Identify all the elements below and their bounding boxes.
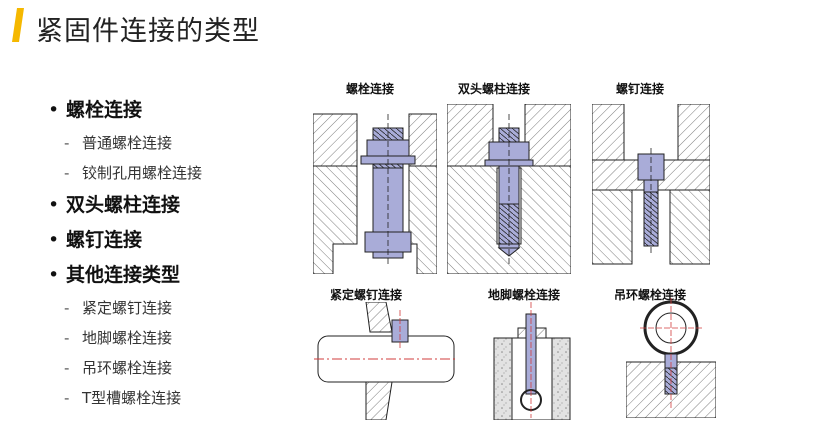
page-title: 紧固件连接的类型 — [36, 16, 260, 47]
connection-type-outline: 螺栓连接 普通螺栓连接 铰制孔用螺栓连接 双头螺柱连接 螺钉连接 其他连接类型 … — [46, 93, 202, 413]
outline-subitem: 吊环螺栓连接 — [46, 353, 202, 383]
outline-subitem: 铰制孔用螺栓连接 — [46, 158, 202, 188]
anchor-bolt-figure — [493, 302, 571, 420]
caption-anchor: 地脚螺栓连接 — [488, 288, 561, 302]
outline-subitem: 普通螺栓连接 — [46, 128, 202, 158]
stud-connection-figure — [447, 104, 571, 274]
outline-subitem: T型槽螺栓连接 — [46, 383, 202, 413]
bolt-connection-figure — [313, 113, 437, 274]
set-screw-figure — [314, 302, 458, 420]
outline-item-screw: 螺钉连接 — [46, 223, 202, 258]
outline-item-other: 其他连接类型 — [46, 258, 202, 293]
outline-subitem: 地脚螺栓连接 — [46, 323, 202, 353]
caption-eye: 吊环螺栓连接 — [614, 288, 687, 302]
outline-subitem: 紧定螺钉连接 — [46, 293, 202, 323]
outline-item-bolt: 螺栓连接 — [46, 93, 202, 128]
screw-connection-figure — [592, 104, 710, 265]
caption-set-screw: 紧定螺钉连接 — [330, 288, 403, 302]
caption-screw: 螺钉连接 — [616, 82, 665, 96]
caption-stud: 双头螺柱连接 — [458, 82, 531, 96]
caption-bolt: 螺栓连接 — [346, 82, 395, 96]
eye-bolt-figure — [626, 298, 716, 418]
outline-item-stud: 双头螺柱连接 — [46, 188, 202, 223]
title-accent-bar — [12, 8, 24, 42]
